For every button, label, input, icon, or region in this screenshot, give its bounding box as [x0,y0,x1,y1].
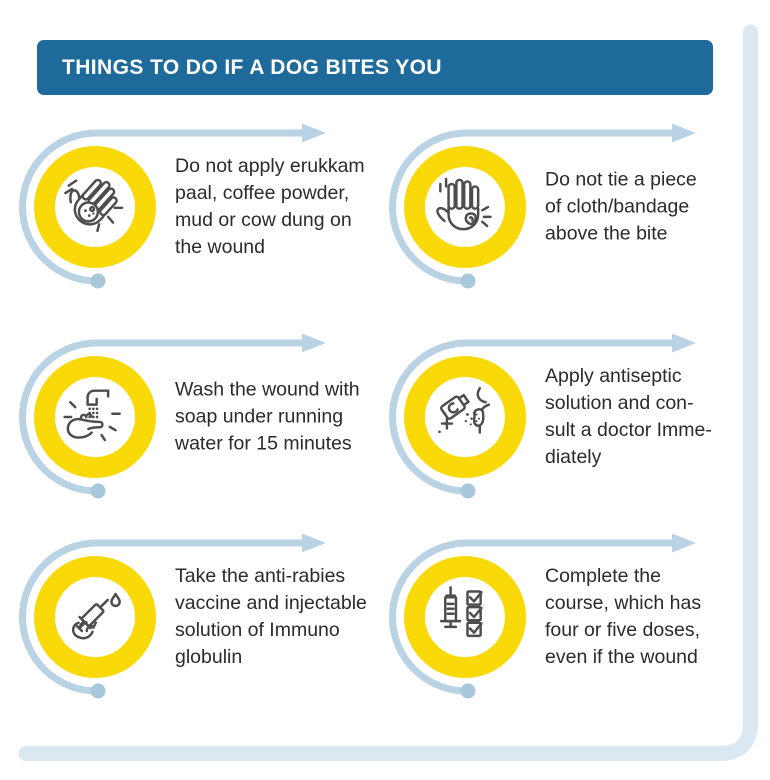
item-text: Do not tie a piece of cloth/bandage abov… [545,168,697,245]
item-ring [404,556,526,678]
step-item-3: Wash the wound with soap under running w… [19,330,375,505]
vaccine-syringe-icon [71,592,121,640]
wash-wound-icon [63,389,121,442]
item-ring [404,356,526,478]
step-item-2: Do not tie a piece of cloth/bandage abov… [389,120,745,295]
item-text: Complete the course, which has four or f… [545,565,702,668]
item-text: Take the anti-rabies vaccine and injecta… [175,565,367,668]
item-ring [34,356,156,478]
item-text: Wash the wound with soap under running w… [175,378,360,455]
item-text: Do not apply erukkam paal, coffee powder… [175,155,365,258]
header-bar: THINGS TO DO IF A DOG BITES YOU [37,40,713,95]
step-item-6: Complete the course, which has four or f… [389,530,745,705]
antiseptic-icon [438,386,491,434]
item-ring [34,556,156,678]
item-ring [34,146,156,268]
step-item-4: Apply antiseptic solution and con- sult … [389,330,745,505]
page-title: THINGS TO DO IF A DOG BITES YOU [62,55,442,79]
palm-bite-icon [436,177,492,231]
hand-mud-icon [64,178,124,233]
step-item-1: Do not apply erukkam paal, coffee powder… [19,120,375,295]
course-checklist-icon [439,586,483,638]
item-ring [404,146,526,268]
item-text: Apply antiseptic solution and con- sult … [545,365,712,468]
step-item-5: Take the anti-rabies vaccine and injecta… [19,530,375,705]
